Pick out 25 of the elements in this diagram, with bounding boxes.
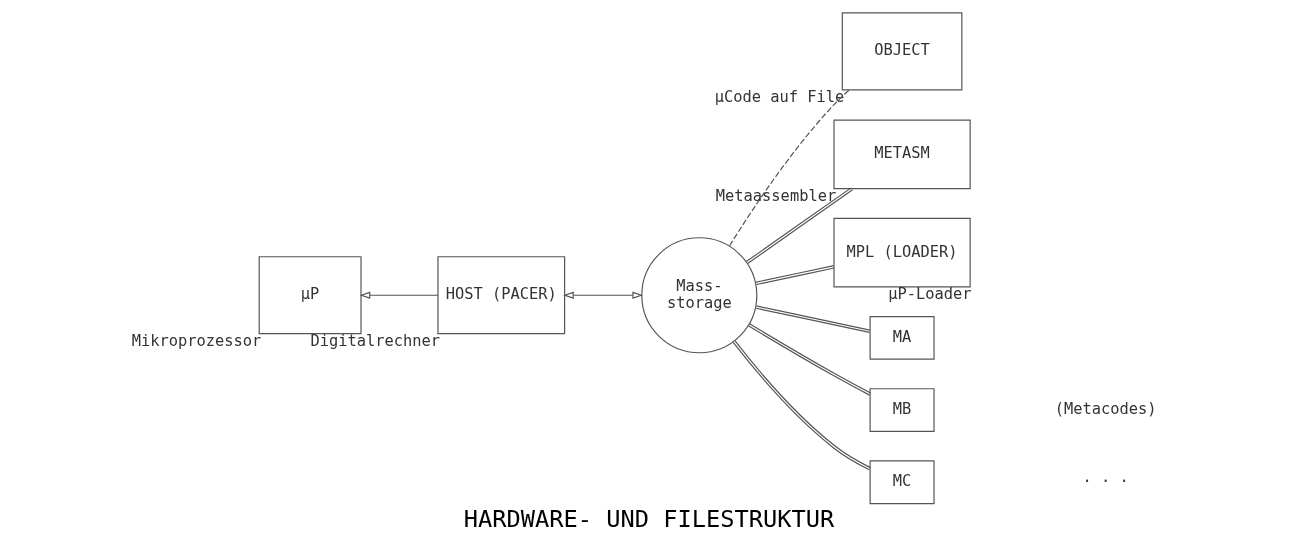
connector — [755, 265, 835, 286]
diagram-title: HARDWARE- UND FILESTRUKTUR — [463, 505, 834, 534]
node-box: METASM — [832, 119, 971, 190]
node-box: MB — [869, 388, 935, 432]
node-label: µP-Loader — [887, 285, 972, 304]
connector — [745, 187, 853, 265]
node-box: MA — [869, 315, 935, 360]
node-label: Metaassembler — [715, 187, 836, 206]
connector — [732, 340, 871, 471]
node-circle: Mass- storage — [640, 237, 757, 354]
node-label: µCode auf File — [714, 88, 844, 107]
label: · · · — [1082, 472, 1129, 491]
arrow — [359, 291, 439, 299]
arrow — [562, 291, 643, 299]
node-box: OBJECT — [841, 12, 962, 91]
node-box: HOST (PACER) — [436, 256, 565, 335]
node-box: µP — [258, 256, 362, 335]
connector — [755, 305, 870, 333]
connector — [747, 323, 871, 396]
node-label: Digitalrechner — [309, 332, 440, 351]
label: (Metacodes) — [1054, 400, 1157, 419]
node-box: MC — [869, 460, 935, 505]
node-label: Mikroprozessor — [131, 332, 261, 351]
connector — [728, 89, 850, 247]
node-box: MPL (LOADER) — [832, 217, 971, 288]
